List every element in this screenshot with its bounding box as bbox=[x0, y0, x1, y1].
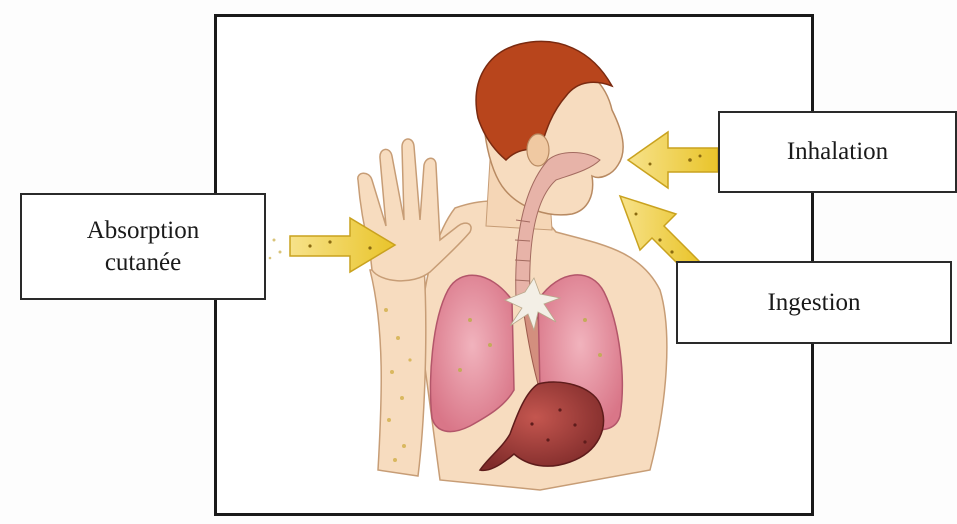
label-absorption-line2: cutanée bbox=[105, 247, 181, 278]
arm-shape bbox=[370, 266, 426, 476]
inhalation-arrow bbox=[628, 132, 718, 188]
label-ingestion-text: Ingestion bbox=[767, 287, 860, 318]
label-inhalation-text: Inhalation bbox=[787, 136, 888, 167]
label-absorption-line1: Absorption bbox=[87, 215, 200, 246]
label-ingestion: Ingestion bbox=[676, 261, 952, 344]
label-absorption-cutanee: Absorption cutanée bbox=[20, 193, 266, 300]
ear-shape bbox=[527, 134, 549, 166]
label-inhalation: Inhalation bbox=[718, 111, 957, 193]
